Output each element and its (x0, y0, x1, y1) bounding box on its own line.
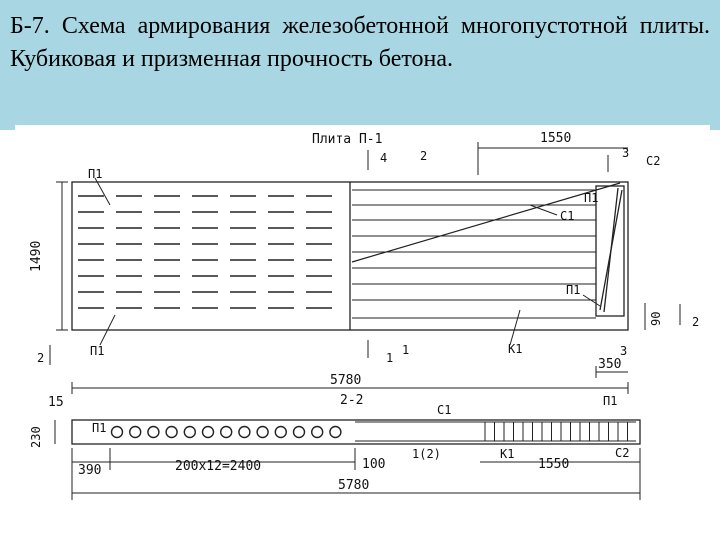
dim-15: 15 (48, 395, 64, 410)
section-hole (292, 425, 306, 439)
dim-1550-bottom: 1550 (538, 457, 569, 472)
slide-title: Б-7. Схема армирования железобетонной мн… (10, 13, 710, 72)
label-c2-plan: С2 (646, 154, 660, 168)
label-c2-section: С2 (615, 446, 629, 460)
dim-5780-bottom: 5780 (338, 478, 369, 493)
section-holes (110, 425, 342, 439)
label-3-top: 3 (622, 146, 629, 160)
section-stirrups (484, 422, 628, 441)
label-2-top: 2 (420, 149, 427, 163)
label-c1-plan: С1 (560, 209, 574, 223)
dim-350: 350 (598, 357, 621, 372)
leader-c1 (529, 204, 558, 216)
label-p1-section-right: П1 (603, 394, 617, 408)
label-2-left: 2 (37, 351, 44, 365)
label-p1-right-bottom: П1 (566, 283, 580, 297)
dim-390: 390 (78, 463, 101, 478)
section-hole (329, 425, 342, 439)
leader-p1-right (582, 294, 601, 307)
label-p1-top-left: П1 (88, 167, 102, 181)
section-hole (183, 425, 197, 439)
label-k1-plan: К1 (508, 342, 522, 356)
label-1-bottom: 1 (386, 351, 393, 365)
section-hole (256, 425, 269, 439)
section-hole (128, 425, 142, 439)
inclined-bar-c1 (351, 182, 621, 263)
dim-90: 90 (649, 312, 663, 326)
leader-p1-bottom (99, 314, 116, 346)
section-hole (311, 425, 324, 439)
label-2-right: 2 (692, 315, 699, 329)
plan-mesh-lines (352, 189, 596, 319)
leader-k1 (509, 309, 521, 346)
dim-200x12: 200x12=2400 (175, 459, 261, 474)
section-hole (110, 425, 124, 439)
section-hole (201, 425, 215, 439)
label-k1-section: К1 (500, 447, 514, 461)
plan-dimensions (49, 142, 681, 394)
plan-hollow-cores (78, 195, 332, 309)
section-hole (165, 425, 178, 439)
section-hole (147, 425, 160, 439)
plate-title: Плита П-1 (312, 132, 382, 147)
section-hole (238, 425, 251, 439)
label-4: 4 (380, 151, 387, 165)
title-band (0, 0, 720, 130)
label-p1-bottom-left: П1 (90, 344, 104, 358)
label-p1-right-top: П1 (584, 191, 598, 205)
label-1-2: 1(2) (412, 447, 441, 461)
label-p1-section-center: П1 (92, 421, 106, 435)
dim-100: 100 (362, 457, 385, 472)
section-hole (274, 425, 287, 439)
section-hole (219, 425, 233, 439)
dim-1550-top: 1550 (540, 131, 571, 146)
section-title: 2-2 (340, 393, 363, 408)
dim-230: 230 (29, 426, 43, 448)
label-3-bottom: 3 (620, 344, 627, 358)
dim-5780-top: 5780 (330, 373, 361, 388)
plan-view (71, 181, 629, 331)
section-outline (71, 419, 641, 445)
section-2-2 (54, 419, 641, 500)
label-1-top: 1 (402, 343, 409, 357)
dim-1490: 1490 (29, 241, 44, 272)
end-frame-diagonal-2 (603, 187, 619, 313)
label-c1-section: С1 (437, 403, 451, 417)
end-frame-c2 (595, 185, 625, 317)
leader-p1-top (94, 177, 111, 206)
